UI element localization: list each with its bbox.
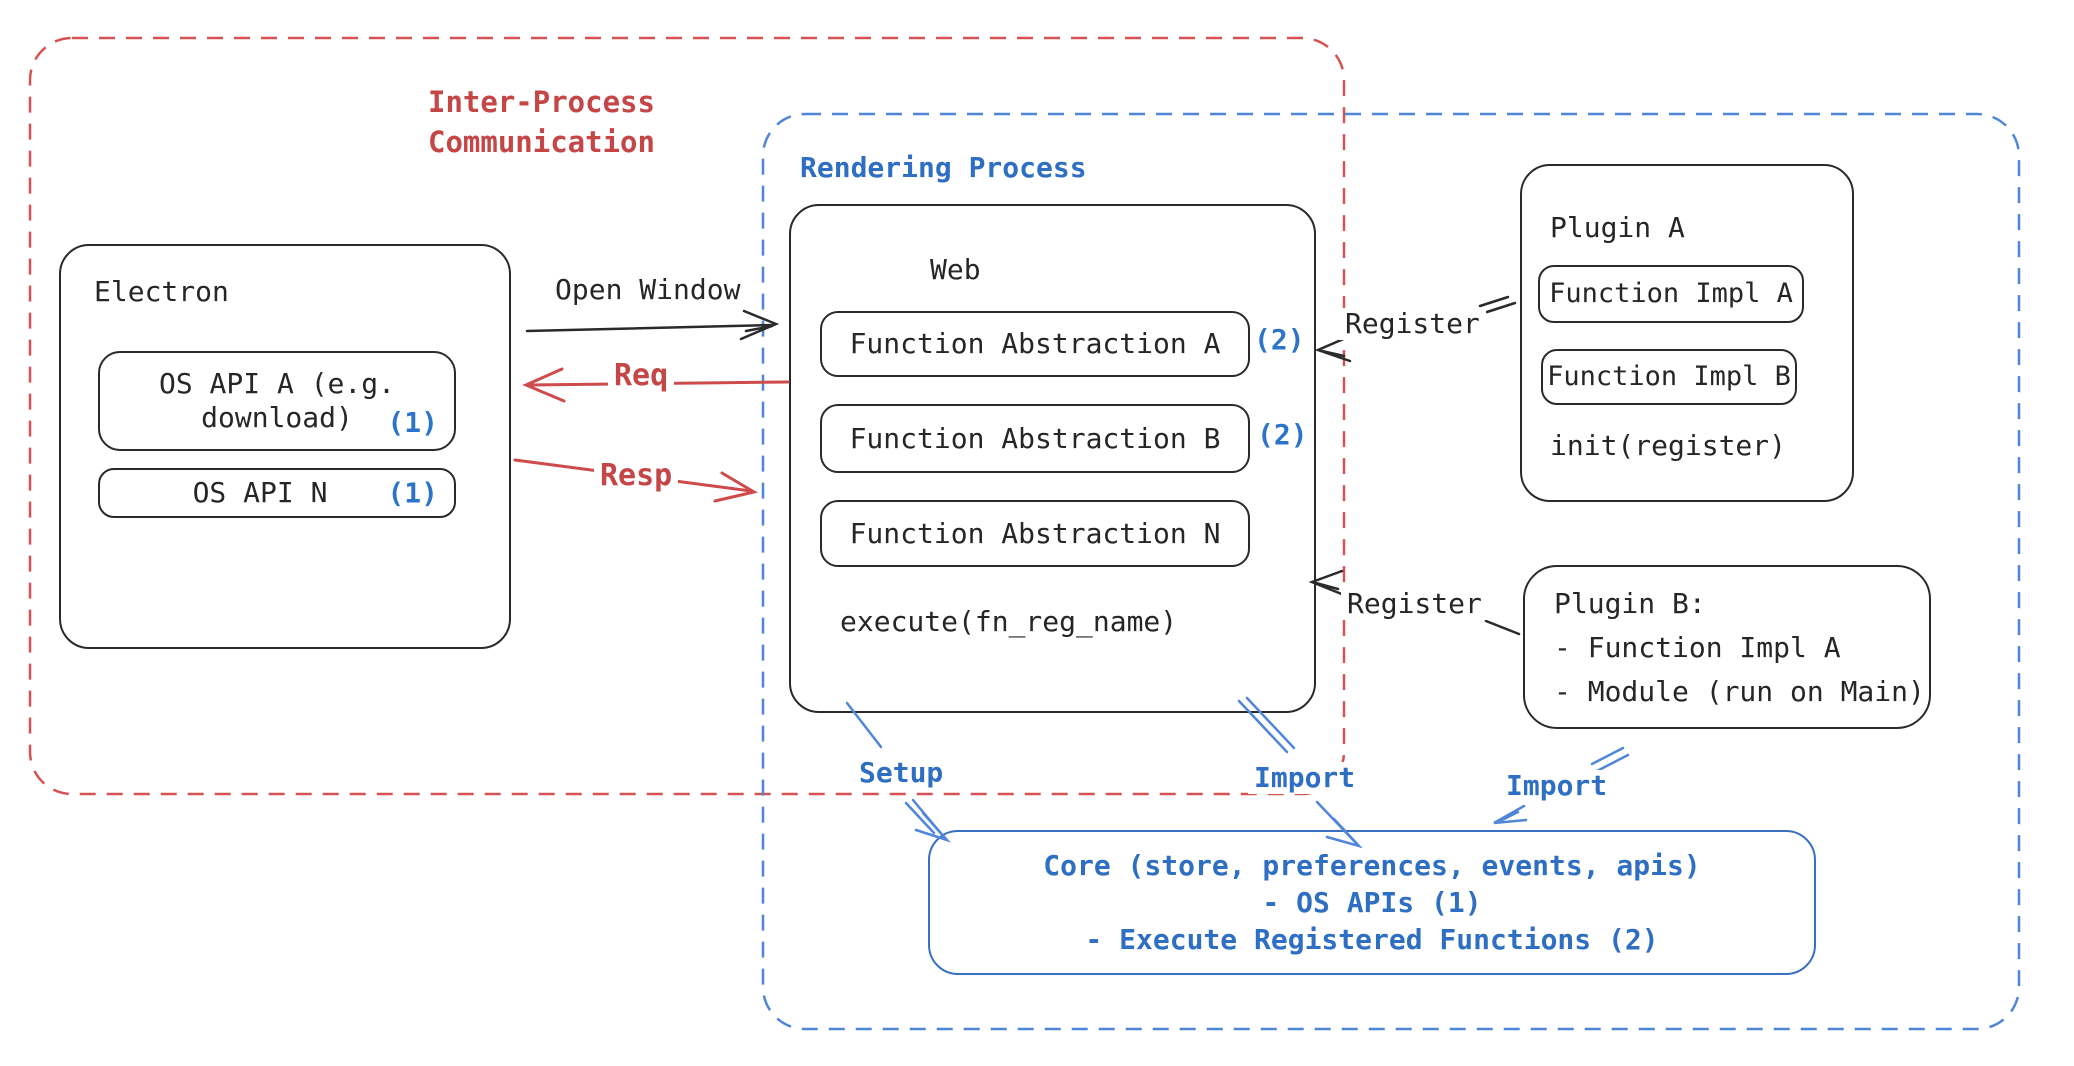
plugin-b-item-1: - Function Impl A: [1554, 631, 1841, 664]
setup-label: Setup: [853, 757, 950, 789]
function-abstraction-n-box: Function Abstraction N: [820, 500, 1250, 567]
function-impl-b-box: Function Impl B: [1541, 349, 1797, 405]
core-line-3: - Execute Registered Functions (2): [1085, 923, 1659, 956]
function-abstraction-b-label: Function Abstraction B: [849, 421, 1221, 455]
register-top-label: Register: [1339, 308, 1486, 340]
register-bottom-line: [1484, 619, 1521, 636]
register-bottom-arrowhead: [1308, 569, 1346, 597]
os-api-n-box: OS API N (1): [98, 468, 456, 518]
function-abstraction-a-label: Function Abstraction A: [849, 327, 1221, 360]
setup-line-lower-sketch: [904, 801, 936, 835]
execute-label: execute(fn_reg_name): [840, 605, 1178, 638]
function-abstraction-a-box: Function Abstraction A: [820, 311, 1250, 377]
function-impl-b-label: Function Impl B: [1547, 361, 1791, 392]
import-right-arrowhead: [1493, 804, 1528, 825]
web-title: Web: [930, 253, 981, 286]
import-mid-label: Import: [1248, 762, 1362, 794]
open-window-label: Open Window: [549, 274, 747, 306]
os-api-a-label-line2: download): [201, 401, 353, 434]
open-window-arrowhead-sketch: [744, 324, 774, 333]
plugin-b-item-2: - Module (run on Main): [1554, 675, 1925, 708]
electron-title: Electron: [94, 275, 229, 308]
rendering-group-label: Rendering Process: [800, 151, 1087, 184]
plugin-b-text: Plugin B: - Function Impl A - Module (ru…: [1554, 582, 1925, 714]
function-abstraction-a-number: (2): [1254, 323, 1305, 356]
function-abstraction-b-number: (2): [1257, 418, 1308, 451]
register-bottom-label: Register: [1341, 588, 1488, 620]
core-line-2: - OS APIs (1): [1262, 886, 1482, 919]
os-api-a-box: OS API A (e.g. download) (1): [98, 351, 456, 451]
import-right-label: Import: [1500, 770, 1614, 802]
register-bottom-arrowhead-sketch: [1314, 581, 1340, 591]
req-arrowhead: [522, 367, 566, 403]
function-impl-a-box: Function Impl A: [1538, 265, 1804, 323]
function-abstraction-n-label: Function Abstraction N: [849, 516, 1221, 550]
setup-line-lower: [911, 798, 945, 838]
ipc-group-label: Inter-Process Communication: [428, 85, 655, 159]
register-top-tick-2: [1485, 301, 1517, 314]
core-box: Core (store, preferences, events, apis) …: [928, 830, 1816, 975]
req-label: Req: [608, 360, 675, 392]
plugin-b-title: Plugin B:: [1554, 587, 1706, 620]
function-abstraction-b-box: Function Abstraction B: [820, 404, 1250, 473]
os-api-a-label-line1: OS API A (e.g.: [158, 367, 395, 400]
os-api-a-number: (1): [387, 406, 438, 439]
plugin-a-title: Plugin A: [1550, 211, 1685, 244]
register-top-arrowhead: [1314, 335, 1352, 363]
core-line-1: Core (store, preferences, events, apis): [1043, 849, 1701, 882]
os-api-n-number: (1): [387, 476, 438, 510]
function-impl-a-label: Function Impl A: [1549, 278, 1793, 309]
open-window-arrow-shaft: [525, 323, 775, 333]
init-register-label: init(register): [1550, 429, 1787, 462]
os-api-n-label: OS API N: [192, 476, 328, 509]
register-top-tick-1: [1478, 295, 1510, 308]
register-top-arrowhead-sketch: [1320, 349, 1346, 358]
resp-arrowhead: [713, 471, 758, 503]
import-right-arrowhead-sketch: [1496, 810, 1520, 824]
open-window-arrowhead: [739, 309, 780, 341]
resp-label: Resp: [594, 460, 679, 492]
import-right-tick-1: [1590, 746, 1625, 766]
